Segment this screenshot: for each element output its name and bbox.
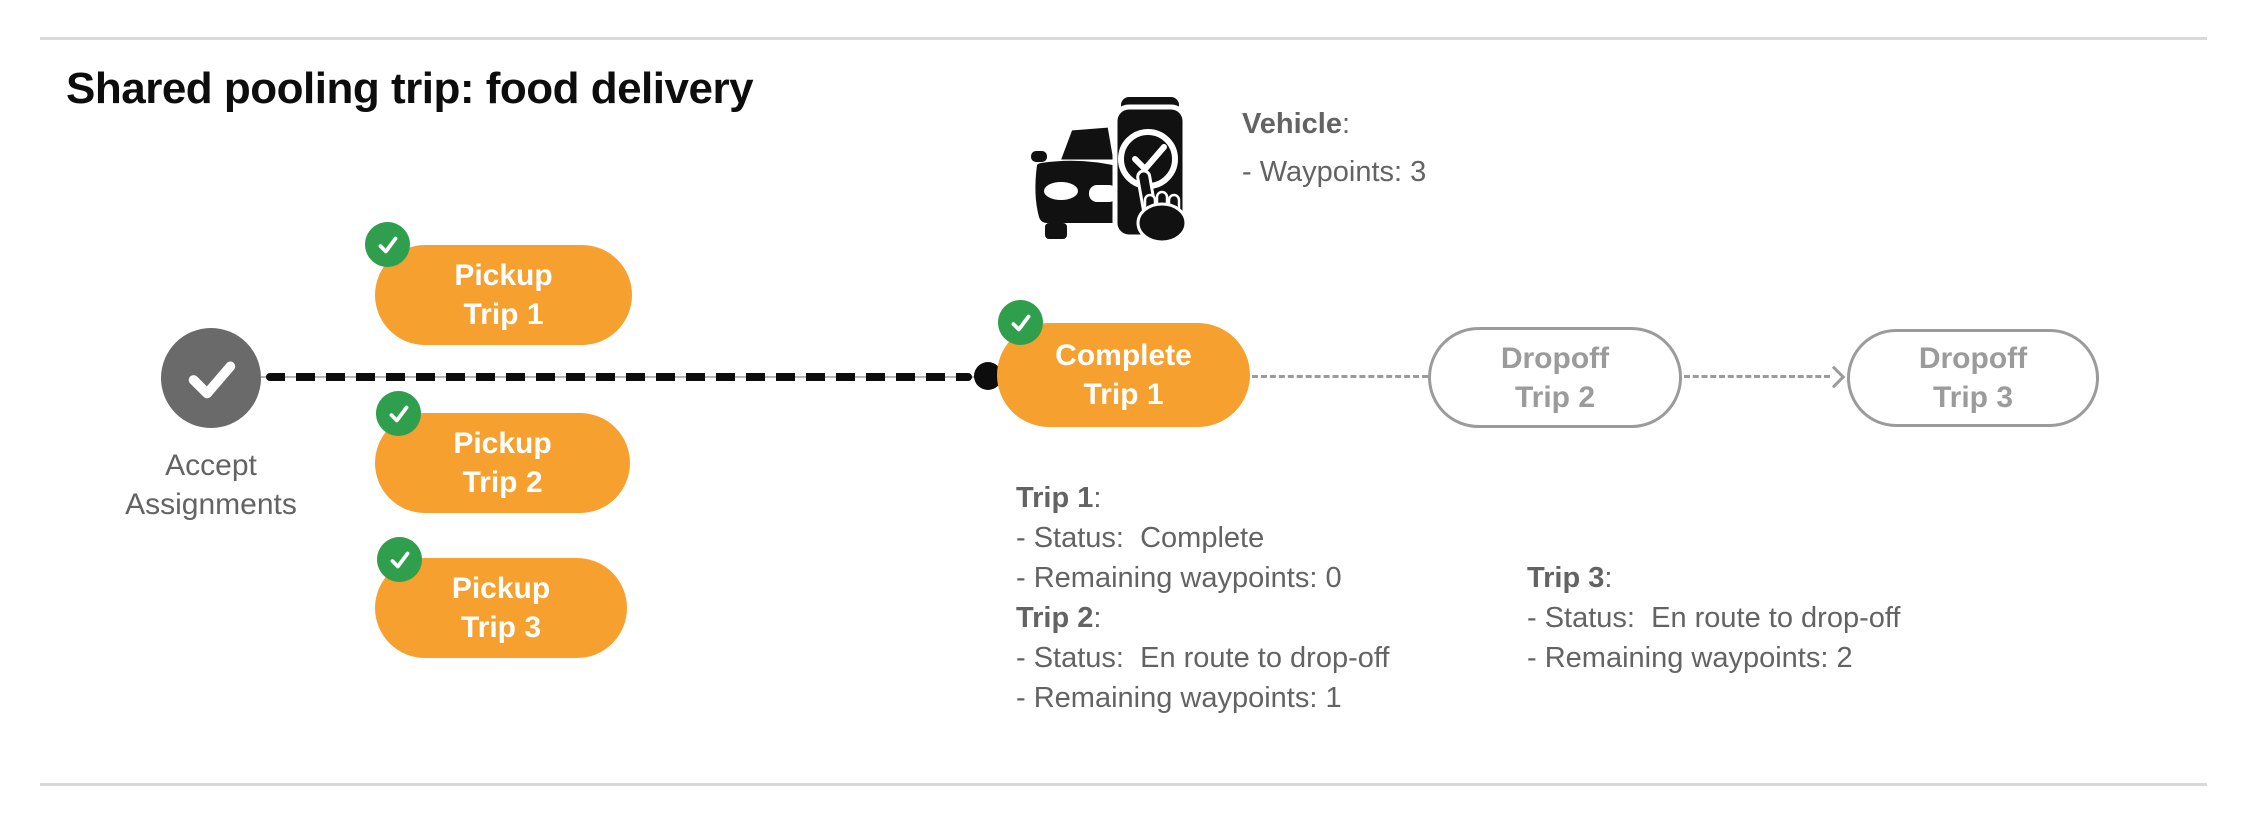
check-badge-icon [376,391,421,436]
vehicle-name: Vehicle [1242,108,1342,140]
check-badge-icon [998,300,1043,345]
accept-assignments-node [161,328,261,428]
dropoff-trip-2-node: Dropoff Trip 2 [1428,327,1682,428]
dropoff-trip-3-node: Dropoff Trip 3 [1847,329,2099,427]
trip-3-status-line: - Status: En route to drop-off [1527,602,1901,634]
dropoff3-line2: Trip 3 [1932,381,2014,414]
trip-3-waypoints-line: - Remaining waypoints: 2 [1527,642,1853,674]
accept-assignments-label: Accept Assignments [36,446,386,524]
complete-line2: Trip 1 [1083,378,1164,411]
trip-1-name: Trip 1 [1016,482,1094,514]
active-dashed-connector [266,373,972,381]
trip-3-colon: : [1604,562,1613,594]
trip-status-block-1: Trip 1: - Status: Complete - Remaining w… [1016,478,1389,718]
pickup-trip-1-node: Pickup Trip 1 [375,245,632,345]
pickup-trip-2-node: Pickup Trip 2 [375,413,630,513]
trip-2-name: Trip 2 [1016,602,1094,634]
check-badge-icon [365,222,410,267]
trip-2-colon: : [1093,602,1102,634]
bottom-divider [40,783,2207,786]
pickup-trip-3-node: Pickup Trip 3 [375,558,627,658]
vehicle-waypoints: - Waypoints: 3 [1242,156,1427,188]
pickup3-line2: Trip 3 [460,611,542,644]
trip-2-waypoints-line: - Remaining waypoints: 1 [1016,682,1342,714]
trip-1-status: Trip 1: - Status: Complete - Remaining w… [1016,478,1389,598]
pickup1-line1: Pickup [454,259,553,292]
trip-2-status: Trip 2: - Status: En route to drop-off -… [1016,598,1389,718]
vehicle-legend: Vehicle: - Waypoints: 3 [1242,100,1426,196]
dropoff3-line1: Dropoff [1918,342,2028,375]
trip-3-label: Trip 3: [1527,558,1900,598]
pickup2-line1: Pickup [453,427,552,460]
dropoff2-line2: Trip 2 [1514,380,1596,414]
check-badge-icon [377,537,422,582]
trip-2-status-line: - Status: En route to drop-off [1016,642,1390,674]
trip-1-colon: : [1093,482,1102,514]
accept-label-line2: Assignments [125,488,297,521]
dropoff2-line1: Dropoff [1500,341,1610,375]
accept-label-line1: Accept [165,449,257,482]
trip-1-waypoints-line: - Remaining waypoints: 0 [1016,562,1342,594]
pickup2-line2: Trip 2 [462,466,543,499]
trip-status-block-2: Trip 3: - Status: En route to drop-off -… [1527,558,1900,678]
trip-1-label: Trip 1: [1016,478,1389,518]
trip-3-status: Trip 3: - Status: En route to drop-off -… [1527,558,1900,678]
complete-trip-1-node: Complete Trip 1 [997,323,1250,427]
complete-line1: Complete [1055,339,1192,372]
trip-2-label: Trip 2: [1016,598,1389,638]
vehicle-colon: : [1341,108,1351,140]
trip-1-status-line: - Status: Complete [1016,522,1265,554]
pending-connector-to-dropoff3 [1684,375,1830,378]
arrowhead-icon [1822,365,1846,389]
top-divider [40,37,2207,40]
pending-connector-to-dropoff2 [1252,375,1428,378]
page-title: Shared pooling trip: food delivery [66,64,754,113]
accept-check-icon [188,361,236,399]
car-phone-check-icon [1031,97,1188,244]
pickup1-line2: Trip 1 [463,298,544,331]
vehicle-label: Vehicle: [1242,100,1426,148]
trip-3-name: Trip 3 [1527,562,1605,594]
pickup3-line1: Pickup [451,572,551,605]
